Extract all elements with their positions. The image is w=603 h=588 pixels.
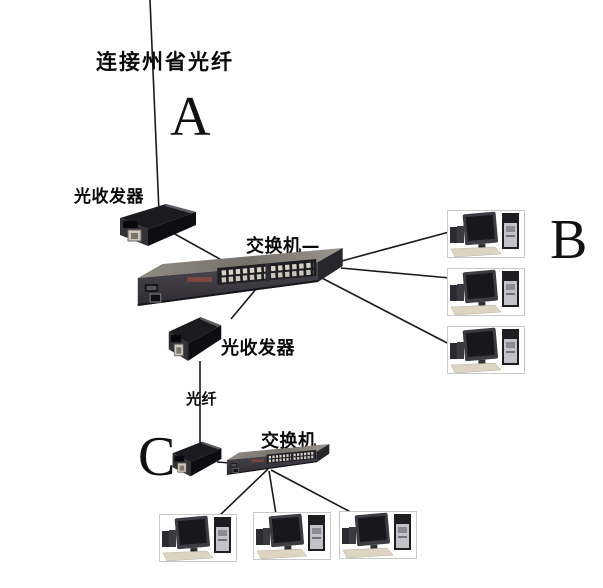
label-transceiver-top: 光收发器 [74,187,144,207]
optical-transceiver-1 [116,202,200,248]
cable-switch2-pc-c1 [217,468,269,518]
cable-switch2-pc-c2 [268,470,277,515]
label-section-c: C [138,426,176,488]
optical-transceiver-2 [166,315,224,363]
label-switch-bottom: 交换机 [261,431,317,452]
workstation-c3 [339,511,417,559]
cable-switch1-pc-b3 [317,275,454,347]
label-transceiver-mid: 光收发器 [221,338,295,359]
workstation-b3 [447,326,525,374]
cable-incoming-fiber [149,0,160,213]
optical-transceiver-3 [170,440,224,478]
workstation-b1 [447,210,525,258]
workstation-b2 [447,268,525,316]
workstation-c1 [159,514,237,562]
cable-switch2-pc-c3 [270,469,363,519]
edge-switch [226,444,332,478]
label-section-a: A [170,86,211,148]
core-switch [136,248,348,312]
cable-switch1-pc-b2 [340,267,451,279]
workstation-c2 [253,512,331,560]
label-section-b: B [550,209,588,271]
label-incoming-fiber: 连接州省光纤 [96,50,234,74]
label-switch-top: 交换机— [246,236,320,257]
cable-switch1-pc-b1 [337,231,450,263]
label-fiber-link: 光纤 [186,390,218,408]
